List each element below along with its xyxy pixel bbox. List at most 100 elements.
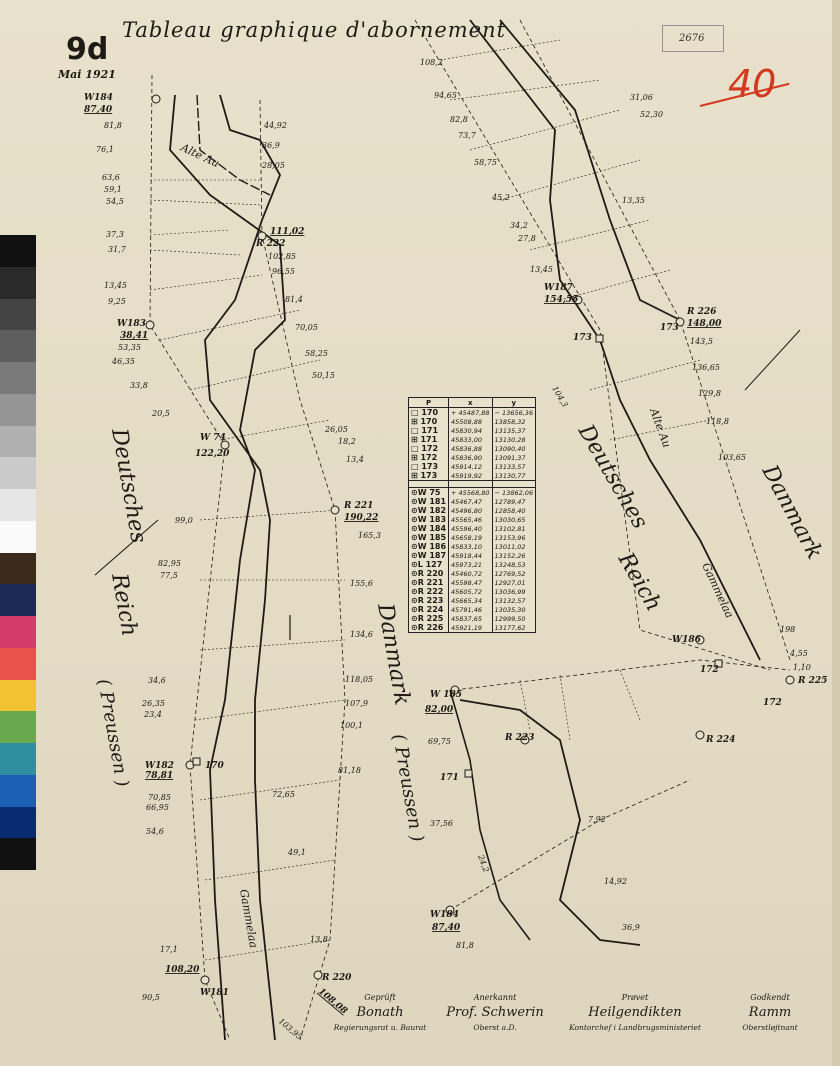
label-w184: W184 (84, 93, 113, 103)
measure: 7,92 (588, 815, 606, 824)
label-w186: W186 (672, 635, 702, 645)
coordinate-cell-p: ⊙W 182 (407, 506, 449, 515)
label-danmark-right: Danmark (756, 460, 827, 563)
label-w184b: W184 (430, 910, 459, 920)
coordinate-cell-p: ⊙R 220 (407, 569, 449, 578)
measure: 13,45 (530, 265, 553, 274)
coordinate-cell-y: 13135,37 (491, 426, 536, 435)
measure: 82,8 (450, 115, 468, 124)
label-r220: R 220 (321, 973, 352, 983)
marker-r226 (675, 317, 685, 327)
measure: 20,5 (151, 409, 170, 418)
coordinate-cell-p: ⊞ 172 (407, 453, 449, 462)
label-171: 171 (440, 773, 459, 783)
label-w182: W182 (145, 761, 174, 771)
coordinate-cell-y: 13248,53 (491, 560, 536, 569)
label-preussen-left: ( Preussen ) (93, 677, 133, 788)
measure: 103,95 (277, 1017, 304, 1042)
coordinate-cell-p: ⊙R 223 (407, 596, 449, 605)
measure: 31,7 (108, 245, 127, 254)
measure: 70,05 (295, 323, 318, 332)
coordinate-cell-y: 13153,96 (491, 533, 536, 542)
left-survey-line (149, 74, 231, 1041)
value-r222: 111,02 (270, 227, 304, 237)
label-173b: 173 (660, 323, 679, 333)
measure: 81,8 (104, 121, 122, 130)
coordinate-cell-p: □ 173 (407, 462, 449, 471)
signature-role: Regierungsrat u. Baurat (333, 1023, 427, 1032)
measure: 13,35 (622, 196, 645, 205)
coordinate-cell-x: 45833,00 (448, 435, 493, 444)
coordinate-cell-y: − 13656,36 (491, 407, 536, 417)
right-map-lower-survey-line-2 (449, 779, 691, 911)
measure: 118,05 (345, 675, 373, 684)
measure: 108,2 (420, 58, 443, 67)
coordinate-cell-y: 13091,37 (491, 453, 536, 462)
marker-w185 (450, 685, 460, 695)
right-map-lower-survey-line (454, 659, 791, 691)
measure: 66,95 (146, 803, 169, 812)
measure: 53,35 (118, 343, 141, 352)
coordinate-cell-x: 45830,94 (448, 426, 493, 435)
offset-lines (149, 179, 346, 961)
spacer-cell (448, 480, 493, 488)
coordinate-cell-p: ⊙W 185 (407, 533, 449, 542)
label-r222: R 222 (255, 239, 285, 249)
signature-name: Bonath (356, 1005, 404, 1020)
coordinate-cell-y: 13858,32 (491, 417, 536, 426)
marker-w74 (220, 440, 230, 450)
coordinate-cell-y: 12999,50 (491, 614, 536, 623)
red-pencil-mark: 40 (728, 62, 777, 106)
marker-r225 (785, 675, 795, 685)
coordinate-cell-p: ⊙L 127 (407, 560, 449, 569)
spacer-cell (491, 480, 536, 488)
measure: 46,35 (111, 357, 135, 366)
measure: 81,18 (338, 766, 361, 775)
marker-w184b (445, 905, 455, 915)
measure: 103,65 (718, 453, 746, 462)
measure: 37,56 (430, 819, 453, 828)
measure: 36,9 (622, 923, 640, 932)
marker-172 (714, 659, 723, 668)
coordinate-cell-x: 45919,92 (448, 471, 493, 481)
label-170: 170 (205, 761, 225, 771)
measure: 13,45 (104, 281, 127, 290)
measure: 50,15 (312, 371, 335, 380)
right-map-lower-boundary (459, 699, 641, 946)
value-w74: 122,20 (195, 449, 230, 459)
measure: 17,1 (160, 945, 178, 954)
label-172b: 172 (763, 698, 782, 708)
value-w181: 108,20 (165, 965, 200, 975)
map-title: Tableau graphique d'abornement (122, 18, 507, 42)
measure: 27,8 (517, 234, 536, 243)
label-r226: R 226 (686, 307, 717, 317)
measure: 37,3 (106, 230, 124, 239)
coordinate-cell-p: ⊙W 187 (407, 551, 449, 560)
marker-w186 (695, 635, 705, 645)
label-w187: W187 (544, 283, 574, 293)
measure: 96,55 (272, 267, 295, 276)
measure: 69,75 (428, 737, 451, 746)
measure: 26,05 (324, 425, 348, 434)
label-172: 172 (700, 665, 719, 675)
coordinate-cell-x: 45598,47 (448, 578, 493, 587)
coordinate-row: □ 170+ 45487,88− 13656,36 (407, 407, 536, 417)
measure: 13,4 (346, 455, 364, 464)
coordinate-cell-p: ⊙W 186 (407, 542, 449, 551)
sheet-number-text: 9d (66, 32, 109, 67)
measure: 23,4 (143, 710, 162, 719)
coordinate-cell-p: ⊙R 225 (407, 614, 449, 623)
coordinate-cell-x: 45605,72 (448, 587, 493, 596)
measure: 99,0 (175, 516, 193, 525)
coordinate-cell-x: 45467,47 (448, 497, 493, 506)
